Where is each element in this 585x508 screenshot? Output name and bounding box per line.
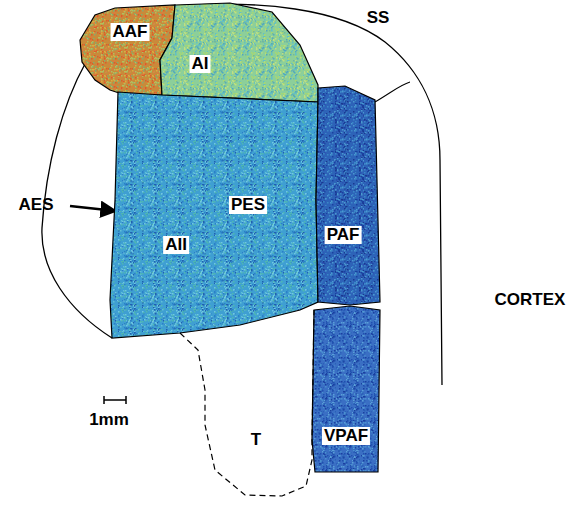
area-label: AI: [190, 55, 211, 73]
scale-bar: [104, 396, 126, 404]
area-outline: [160, 3, 318, 102]
area-shape: [160, 3, 318, 102]
area-outline: [316, 86, 380, 305]
anatomy-label: PES: [229, 196, 267, 214]
area-outline: [312, 306, 380, 472]
area-shape: [180, 310, 314, 496]
cortical-area: AII: [110, 92, 318, 338]
anatomy-label: CORTEX: [495, 291, 566, 309]
anatomy-label: SS: [367, 9, 390, 27]
area-label: T: [249, 431, 263, 449]
anatomy-label: AES: [19, 196, 54, 214]
area-outline: [180, 310, 314, 496]
area-shape: [316, 86, 380, 305]
area-shape: [312, 306, 380, 472]
scale-label: 1mm: [89, 411, 129, 429]
aes-arrow: [70, 206, 116, 211]
area-shape: [110, 92, 318, 338]
cortical-area: PAF: [316, 86, 380, 305]
area-outline: [110, 92, 318, 338]
area-label: AII: [163, 236, 189, 254]
area-label: PAF: [325, 226, 362, 244]
area-label: VPAF: [322, 427, 370, 445]
cortical-area: VPAF: [312, 306, 380, 472]
sulcus-line: [375, 82, 410, 102]
area-label: AAF: [111, 23, 150, 41]
cortical-area: AI: [160, 3, 318, 102]
cortical-area: T: [180, 310, 314, 496]
